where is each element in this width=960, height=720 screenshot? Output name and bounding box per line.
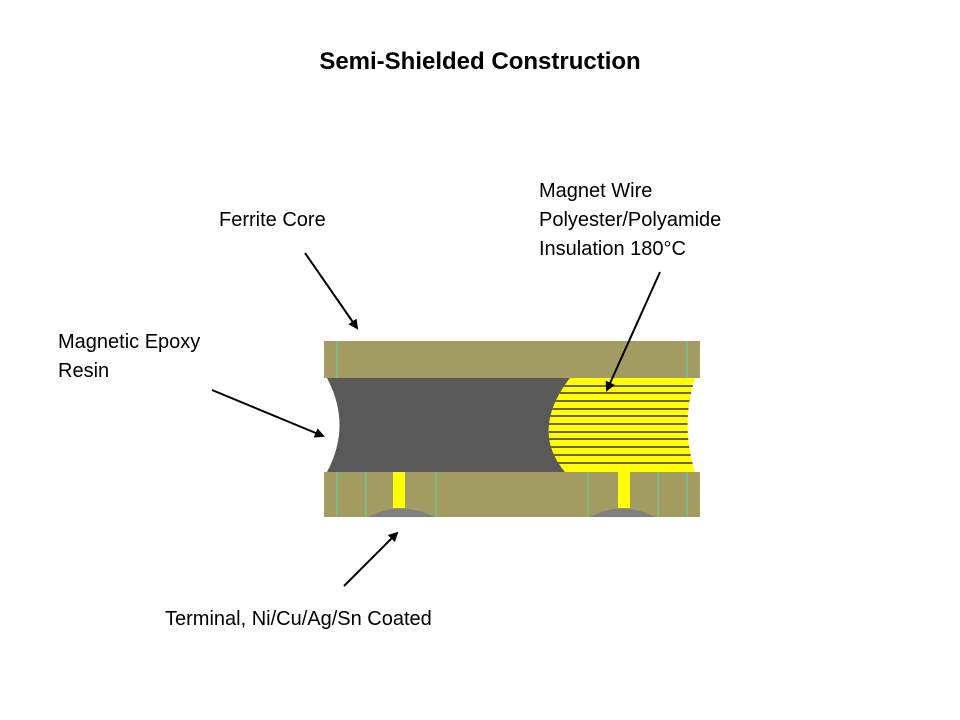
seam-lines-bottom (336, 472, 688, 517)
arrow-ferrite-core (304, 252, 359, 330)
ferrite-bottom-plate (324, 472, 700, 517)
terminal-right (618, 472, 630, 508)
arrow-terminal (343, 531, 399, 587)
label-line: Magnet Wire (539, 180, 653, 202)
label-magnetic-epoxy: Magnetic Epoxy Resin (58, 328, 200, 386)
ferrite-top-plate (324, 341, 700, 378)
label-line: Polyester/Polyamide (539, 209, 722, 231)
label-terminal: Terminal, Ni/Cu/Ag/Sn Coated (165, 608, 432, 630)
terminal-left (393, 472, 405, 508)
magnetic-epoxy-resin (327, 378, 570, 472)
solder-pad-left (368, 508, 435, 517)
arrow-magnetic-epoxy (211, 389, 325, 438)
arrow-magnet-wire (605, 271, 661, 392)
label-magnet-wire: Magnet Wire Polyester/Polyamide Insulati… (539, 177, 721, 264)
label-line: Magnetic Epoxy (58, 331, 201, 353)
page-title: Semi-Shielded Construction (319, 48, 641, 75)
label-line: Resin (58, 360, 110, 382)
label-line: Insulation 180°C (539, 238, 686, 260)
solder-pad-right (590, 508, 655, 517)
label-ferrite-core: Ferrite Core (219, 209, 326, 231)
